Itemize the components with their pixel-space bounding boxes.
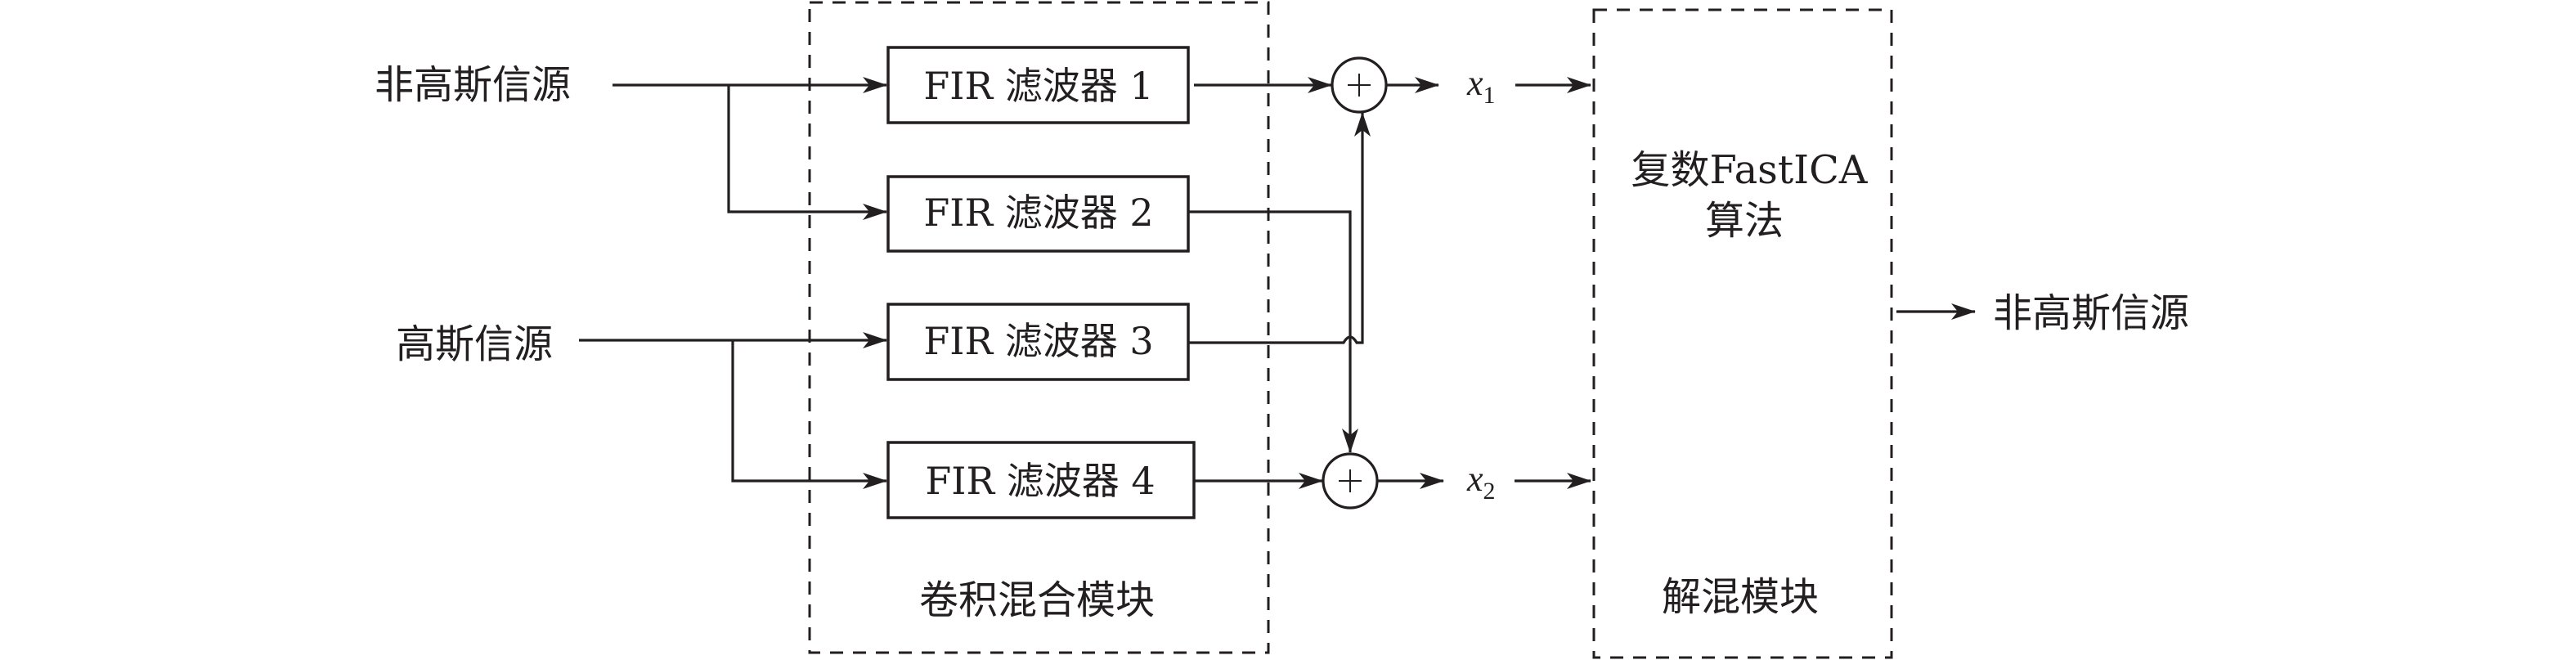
wire-source1-to-fir2 — [727, 85, 887, 220]
algorithm-label-line2: 算法 — [1705, 198, 1784, 244]
unmixing-module-container — [1592, 8, 1893, 659]
output-label: 非高斯信源 — [1993, 290, 2189, 336]
signal-x1-label: x1 — [1466, 63, 1496, 109]
fir-filter-2-label: FIR 滤波器 2 — [923, 191, 1153, 235]
adder-2 — [1322, 452, 1379, 510]
unmixing-module-label: 解混模块 — [1662, 574, 1819, 620]
wire-fir3-to-adder1 — [1188, 112, 1371, 344]
fir-filter-4: FIR 滤波器 4 — [886, 441, 1196, 519]
mixing-module-container — [808, 1, 1270, 654]
fir-filter-1-label: FIR 滤波器 1 — [923, 64, 1153, 108]
wire-fir2-to-adder2 — [1188, 210, 1358, 453]
fir-filter-1: FIR 滤波器 1 — [886, 46, 1190, 124]
non-gaussian-source-label: 非高斯信源 — [375, 62, 571, 108]
signal-x2-label: x2 — [1466, 459, 1496, 505]
gaussian-source-label: 高斯信源 — [396, 321, 553, 367]
fir-filter-3-label: FIR 滤波器 3 — [923, 319, 1153, 363]
fir-filter-3: FIR 滤波器 3 — [886, 303, 1190, 381]
fir-filter-2: FIR 滤波器 2 — [886, 175, 1190, 253]
algorithm-label-line1: 复数FastICA — [1631, 147, 1869, 193]
adder-1 — [1331, 56, 1388, 114]
mixing-module-label: 卷积混合模块 — [919, 577, 1155, 623]
fir-filter-4-label: FIR 滤波器 4 — [925, 459, 1155, 503]
wire-source2-to-fir4 — [731, 340, 887, 489]
